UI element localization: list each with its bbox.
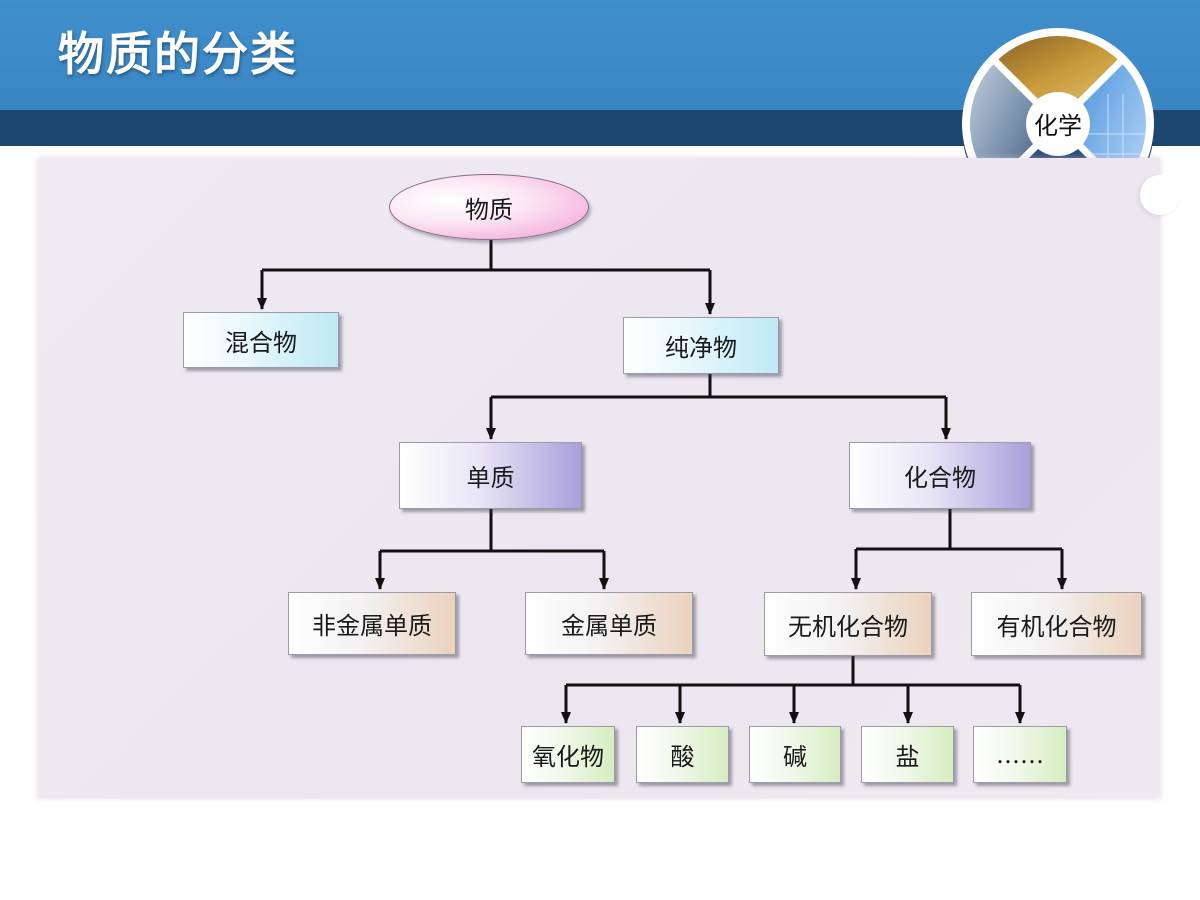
node-mixture: 混合物 [183,312,339,368]
node-matter: 物质 [389,174,589,240]
node-nonmetal-element: 非金属单质 [288,592,456,655]
node-etc: …… [973,726,1067,783]
node-base: 碱 [749,726,841,783]
badge-center-disc [1026,92,1090,156]
badge-label: 化学 [1034,112,1082,140]
node-organic-compound: 有机化合物 [971,592,1142,656]
node-pure-substance: 纯净物 [623,317,779,374]
node-compound: 化合物 [849,442,1031,509]
page-title: 物质的分类 [58,27,298,81]
node-metal-element: 金属单质 [525,592,693,655]
node-element: 单质 [399,442,582,509]
node-inorganic-compound: 无机化合物 [764,592,932,656]
panel-corner-curve [1140,175,1180,215]
node-oxide: 氧化物 [521,726,615,783]
node-acid: 酸 [636,726,729,783]
node-salt: 盐 [861,726,954,783]
